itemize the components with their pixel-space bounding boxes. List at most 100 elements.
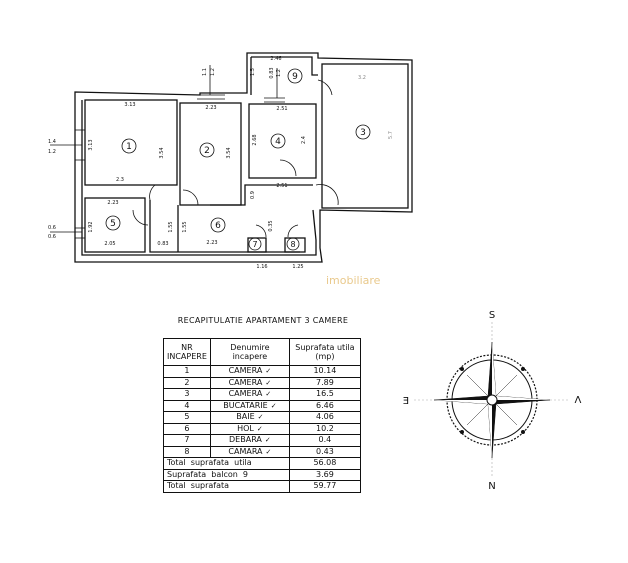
dim-label: 2.46 [270, 56, 281, 62]
check-mark: ✓ [265, 447, 272, 456]
room-label-6: 6 [215, 221, 221, 231]
dim-label: 3.13 [88, 139, 94, 150]
dim-label: 0.9 [250, 191, 256, 199]
room-9-outline [250, 56, 318, 95]
check-mark: ✓ [264, 436, 271, 445]
check-mark: ✓ [265, 378, 272, 387]
room-name-text: CAMERA [228, 366, 263, 376]
dim-label: 3.54 [159, 147, 165, 158]
table-header-row: NR INCAPERE Denumire incapere Suprafata … [163, 338, 361, 366]
outer-wall-inner [81, 100, 317, 256]
table-row: 1 CAMERA✓ 10.14 [163, 365, 361, 378]
compass-right-label: V [574, 393, 581, 404]
dim-label: 0.83 [157, 241, 168, 247]
room-name-text: CAMERA [228, 377, 263, 387]
table-row: 4 BUCATARIE✓ 6.46 [163, 399, 361, 412]
room-name-text: HOL [237, 423, 254, 433]
compass-top-label: S [489, 310, 495, 321]
dim-label: 1.2 [48, 149, 56, 155]
room-name: CAMARA✓ [209, 445, 290, 458]
door-swing [317, 79, 333, 96]
room-nr: 5 [163, 411, 211, 424]
room-area: 6.46 [288, 399, 361, 412]
door-swing [149, 184, 156, 201]
dim-label: 0.6 [48, 234, 56, 240]
room-name: HOL✓ [209, 422, 290, 435]
room-name-text: BAIE [236, 412, 255, 422]
room-name: BAIE✓ [209, 411, 290, 424]
room-name-text: DEBARA [229, 435, 262, 445]
room-nr: 4 [163, 399, 211, 412]
room-1-outline [84, 99, 178, 186]
total-area: 56.08 [288, 457, 361, 470]
dim-label: 2.4 [301, 136, 307, 144]
room-area: 4.06 [288, 411, 361, 424]
dim-label: 1.25 [292, 264, 303, 270]
check-mark: ✓ [257, 413, 264, 422]
room-4-outline [248, 103, 317, 179]
header-area: Suprafata utila (mp) [288, 338, 361, 366]
room-label-1: 1 [126, 142, 132, 152]
dim-label: 5.7 [388, 131, 394, 139]
dim-label: 3.54 [226, 147, 232, 158]
check-mark: ✓ [265, 367, 272, 376]
room-area: 16.5 [288, 388, 361, 401]
door-swing [287, 224, 299, 238]
room-name-text: BUCATARIE [223, 400, 268, 410]
dim-label: 0.35 [268, 220, 274, 231]
room-nr: 6 [163, 422, 211, 435]
room-name: CAMERA✓ [209, 388, 290, 401]
table-row: 6 HOL✓ 10.2 [163, 422, 361, 435]
room-name: CAMERA✓ [209, 365, 290, 378]
check-mark: ✓ [270, 401, 277, 410]
dim-label: 1.2 [276, 69, 282, 77]
floor-plan: 1 2 3 4 5 6 7 8 9 3.13 3.13 3.54 2.3 2.2… [48, 52, 413, 287]
dim-label: 0.83 [269, 67, 275, 78]
total-label: Total suprafata [163, 480, 290, 493]
total-area: 59.77 [288, 480, 361, 493]
outer-wall [74, 52, 413, 263]
dim-label: 1.55 [168, 221, 174, 232]
dim-label: 2.05 [104, 241, 115, 247]
dim-label: 1.1 [202, 68, 208, 76]
room-name-text: CAMARA [228, 446, 263, 456]
table-row: 5 BAIE✓ 4.06 [163, 411, 361, 424]
room-label-9: 9 [292, 72, 298, 82]
room-area: 10.2 [288, 422, 361, 435]
compass-left-label: E [403, 396, 409, 407]
door-swing [315, 184, 339, 206]
dim-label: 1.4 [48, 139, 56, 145]
dim-label: 2.68 [252, 134, 258, 145]
door-swing [255, 224, 267, 238]
room-label-7: 7 [252, 240, 257, 249]
total-row: Suprafata balcon 9 3.69 [163, 468, 361, 481]
room-name-text: CAMERA [228, 389, 263, 399]
table-row: 2 CAMERA✓ 7.89 [163, 376, 361, 389]
room-name: DEBARA✓ [209, 434, 290, 447]
room-area: 7.89 [288, 376, 361, 389]
check-mark: ✓ [265, 390, 272, 399]
room-6-outline [149, 184, 313, 253]
room-area: 0.4 [288, 434, 361, 447]
room-nr: 8 [163, 445, 211, 458]
table-row: 3 CAMERA✓ 16.5 [163, 388, 361, 401]
dim-label: 2.23 [206, 240, 217, 246]
dim-label: 2.51 [276, 183, 287, 189]
room-area: 10.14 [288, 365, 361, 378]
door-swing [182, 189, 199, 206]
dim-label: 3.13 [124, 102, 135, 108]
room-name: BUCATARIE✓ [209, 399, 290, 412]
door-swing [279, 159, 297, 177]
total-area: 3.69 [288, 468, 361, 481]
total-row: Total suprafata 59.77 [163, 480, 361, 493]
total-row: Total suprafata utila 56.08 [163, 457, 361, 470]
dim-label: 2.51 [276, 106, 287, 112]
room-label-4: 4 [275, 137, 281, 147]
room-3-outline [321, 63, 409, 209]
dim-label: 1.5 [250, 68, 256, 76]
room-nr: 7 [163, 434, 211, 447]
header-nr: NR INCAPERE [163, 338, 211, 366]
dim-label: 2.3 [116, 177, 124, 183]
dim-label: 3.2 [358, 75, 366, 81]
dim-label: 2.23 [205, 105, 216, 111]
